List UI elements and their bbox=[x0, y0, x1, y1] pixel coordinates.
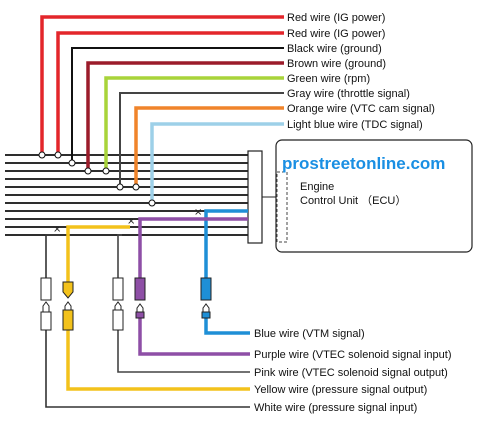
pink-wire-out bbox=[117, 330, 250, 373]
yellow-wire-out bbox=[66, 330, 250, 391]
splice-dots bbox=[38, 151, 156, 207]
white-wire-out bbox=[45, 330, 250, 408]
connector-purple bbox=[134, 277, 146, 319]
ecu-port-outline bbox=[276, 171, 288, 243]
gray-wire bbox=[119, 92, 284, 187]
label-blue: Blue wire (VTM signal) bbox=[254, 328, 365, 340]
label-orange: Orange wire (VTC cam signal) bbox=[287, 103, 435, 115]
connector-white bbox=[40, 277, 52, 331]
lightblue-wire bbox=[150, 122, 284, 203]
connector-blue bbox=[200, 277, 212, 319]
connector-yellow bbox=[62, 281, 74, 331]
ecu-label-line1: Engine bbox=[300, 181, 334, 193]
label-black: Black wire (ground) bbox=[287, 43, 382, 55]
ecu-box bbox=[275, 139, 473, 253]
red-wire-2 bbox=[56, 31, 284, 155]
cut-mark-2: × bbox=[127, 216, 135, 227]
label-brown: Brown wire (ground) bbox=[287, 58, 386, 70]
green-wire bbox=[104, 76, 284, 171]
label-green: Green wire (rpm) bbox=[287, 73, 370, 85]
label-white: White wire (pressure signal input) bbox=[254, 402, 417, 414]
brown-wire bbox=[86, 61, 284, 171]
label-purple: Purple wire (VTEC solenoid signal input) bbox=[254, 349, 451, 361]
pink-wire bbox=[117, 234, 122, 278]
orange-wire bbox=[134, 106, 284, 187]
connector-pink bbox=[112, 277, 124, 331]
label-gray: Gray wire (throttle signal) bbox=[287, 88, 410, 100]
blue-wire-out bbox=[204, 316, 250, 335]
label-pink: Pink wire (VTEC solenoid signal output) bbox=[254, 367, 448, 379]
label-lightblue: Light blue wire (TDC signal) bbox=[287, 119, 423, 131]
purple-wire bbox=[138, 217, 248, 278]
purple-wire-out bbox=[138, 316, 250, 356]
label-red-1: Red wire (IG power) bbox=[287, 12, 385, 24]
cut-mark-1: × bbox=[53, 224, 61, 235]
yellow-wire bbox=[66, 225, 130, 282]
label-red-2: Red wire (IG power) bbox=[287, 28, 385, 40]
black-wire bbox=[71, 47, 284, 163]
ecu-connector bbox=[247, 150, 263, 244]
cut-mark-3: × bbox=[194, 207, 202, 218]
ecu-label-line2: Control Unit （ECU） bbox=[300, 194, 406, 207]
red-wire-1 bbox=[40, 15, 284, 155]
watermark: prostreetonline.com bbox=[282, 154, 445, 173]
blue-wire bbox=[204, 209, 248, 278]
label-yellow: Yellow wire (pressure signal output) bbox=[254, 384, 427, 396]
white-wire bbox=[45, 234, 60, 278]
